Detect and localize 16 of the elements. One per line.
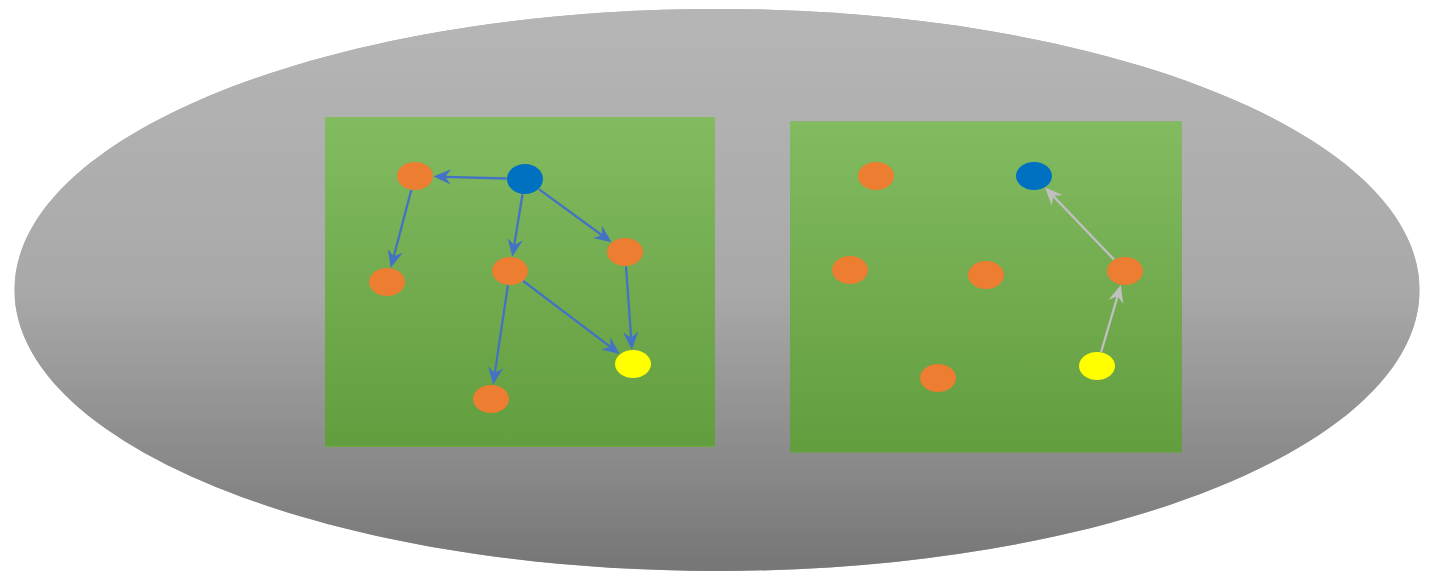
dot (1016, 162, 1052, 190)
dot (968, 261, 1004, 289)
dot (492, 257, 528, 285)
dot (507, 164, 543, 194)
dot (1107, 257, 1143, 285)
panel (790, 121, 1182, 453)
dot (607, 238, 643, 266)
dot (1079, 352, 1115, 380)
panel (325, 117, 715, 447)
dot (832, 256, 868, 284)
dot (369, 268, 405, 296)
dot (397, 162, 433, 190)
dot (473, 385, 509, 413)
dot (920, 364, 956, 392)
dot (615, 350, 651, 378)
dot (858, 162, 894, 190)
